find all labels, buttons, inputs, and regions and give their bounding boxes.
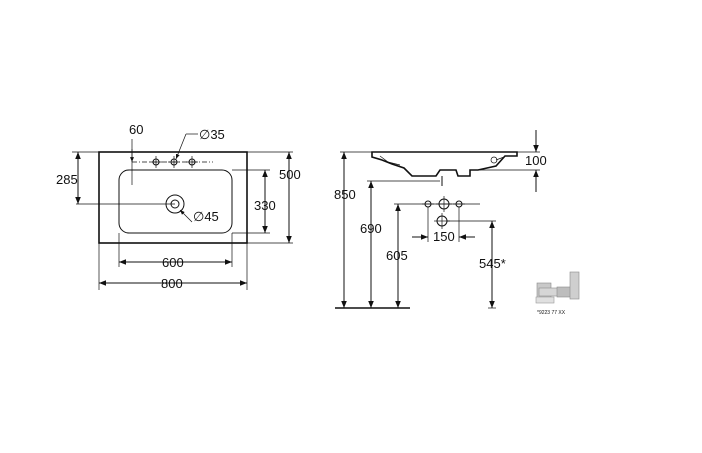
side-view: 850 690 605 100 150 (334, 130, 547, 309)
dim-100-label: 100 (525, 153, 547, 168)
dim-285-label: 285 (56, 172, 78, 187)
dim-150-label: 150 (433, 229, 455, 244)
dim-800-label: 800 (161, 276, 183, 291)
wall-fitting-left (422, 200, 434, 208)
dim-waste-label: ∅45 (193, 209, 219, 224)
siphon-accessory-image: *9223 77 XX (535, 271, 580, 316)
dim-tap-hole-label: ∅35 (199, 127, 225, 142)
dim-330-label: 330 (254, 198, 276, 213)
tap-hole-center (168, 156, 180, 168)
dim-850-label: 850 (334, 187, 356, 202)
dim-500-label: 500 (279, 167, 301, 182)
tap-hole-left (150, 156, 162, 168)
basin-profile (371, 151, 518, 177)
wall-fitting-right (453, 200, 465, 208)
wall-fitting-center (436, 196, 452, 212)
basin-outline (98, 151, 248, 244)
tap-hole-right (186, 156, 198, 168)
dim-600-label: 600 (162, 255, 184, 270)
plan-view: 60 ∅35 285 ∅45 500 330 600 800 (56, 122, 301, 291)
dim-690-label: 690 (360, 221, 382, 236)
dim-60-label: 60 (129, 122, 143, 137)
waste-outlet (76, 194, 185, 214)
dim-545-label: 545* (479, 256, 506, 271)
accessory-code: *9223 77 XX (537, 310, 566, 316)
bowl-outline (118, 169, 233, 234)
dim-605-label: 605 (386, 248, 408, 263)
